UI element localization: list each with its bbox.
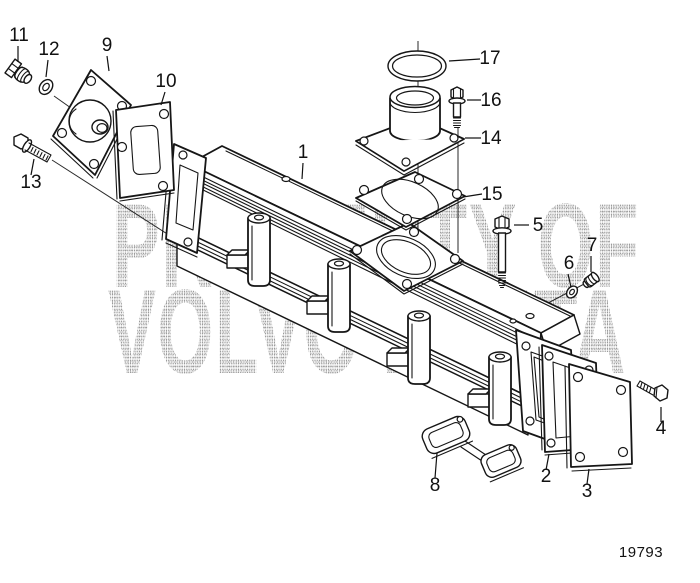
- callout-12: 12: [38, 39, 59, 60]
- part-screw-left: [13, 133, 52, 163]
- mounting-boss-2: [306, 258, 351, 333]
- part-outlet-gasket: [355, 171, 466, 231]
- callout-13: 13: [20, 172, 41, 193]
- callout-15: 15: [481, 184, 502, 205]
- part-gasket-left: [112, 101, 175, 202]
- body-left-flange: [161, 143, 207, 258]
- part-end-cover-plate: [564, 363, 633, 472]
- callout-2: 2: [541, 466, 552, 487]
- callout-16: 16: [480, 90, 501, 111]
- mounting-boss-1: [226, 212, 271, 287]
- callout-7: 7: [587, 235, 598, 256]
- mounting-boss-3: [386, 310, 431, 385]
- part-manifold-body: [161, 143, 581, 452]
- part-plug-small: [582, 271, 600, 289]
- part-o-ring: [387, 50, 447, 82]
- callout-17: 17: [479, 48, 500, 69]
- callout-14: 14: [480, 128, 502, 149]
- callout-3: 3: [582, 481, 593, 502]
- callout-1: 1: [298, 142, 309, 163]
- part-bolt-top: [448, 86, 466, 129]
- part-plug-large: [4, 58, 33, 85]
- leader-lines: [17, 46, 662, 485]
- callout-8: 8: [430, 475, 441, 496]
- part-double-gasket: [421, 415, 524, 483]
- callout-5: 5: [533, 215, 544, 236]
- callout-9: 9: [102, 35, 113, 56]
- callout-4: 4: [656, 418, 667, 439]
- drawing-number: 19793: [618, 544, 664, 561]
- part-sealing-washer-left: [38, 78, 54, 96]
- part-outlet-flange: [355, 85, 465, 176]
- callout-labels: 1 2 3 4 5 6 7 8 9 10 11 12 13 14 15 16 1…: [9, 25, 667, 502]
- callout-6: 6: [564, 253, 575, 274]
- part-bolt-long: [492, 215, 512, 289]
- part-end-cover: [50, 69, 134, 179]
- callout-11: 11: [9, 25, 29, 46]
- callout-10: 10: [155, 71, 176, 92]
- body-exhaust-pad: [349, 222, 464, 295]
- part-sealing-washer-right: [565, 285, 579, 299]
- mounting-boss-4: [467, 351, 512, 426]
- part-screw-cover: [636, 380, 669, 402]
